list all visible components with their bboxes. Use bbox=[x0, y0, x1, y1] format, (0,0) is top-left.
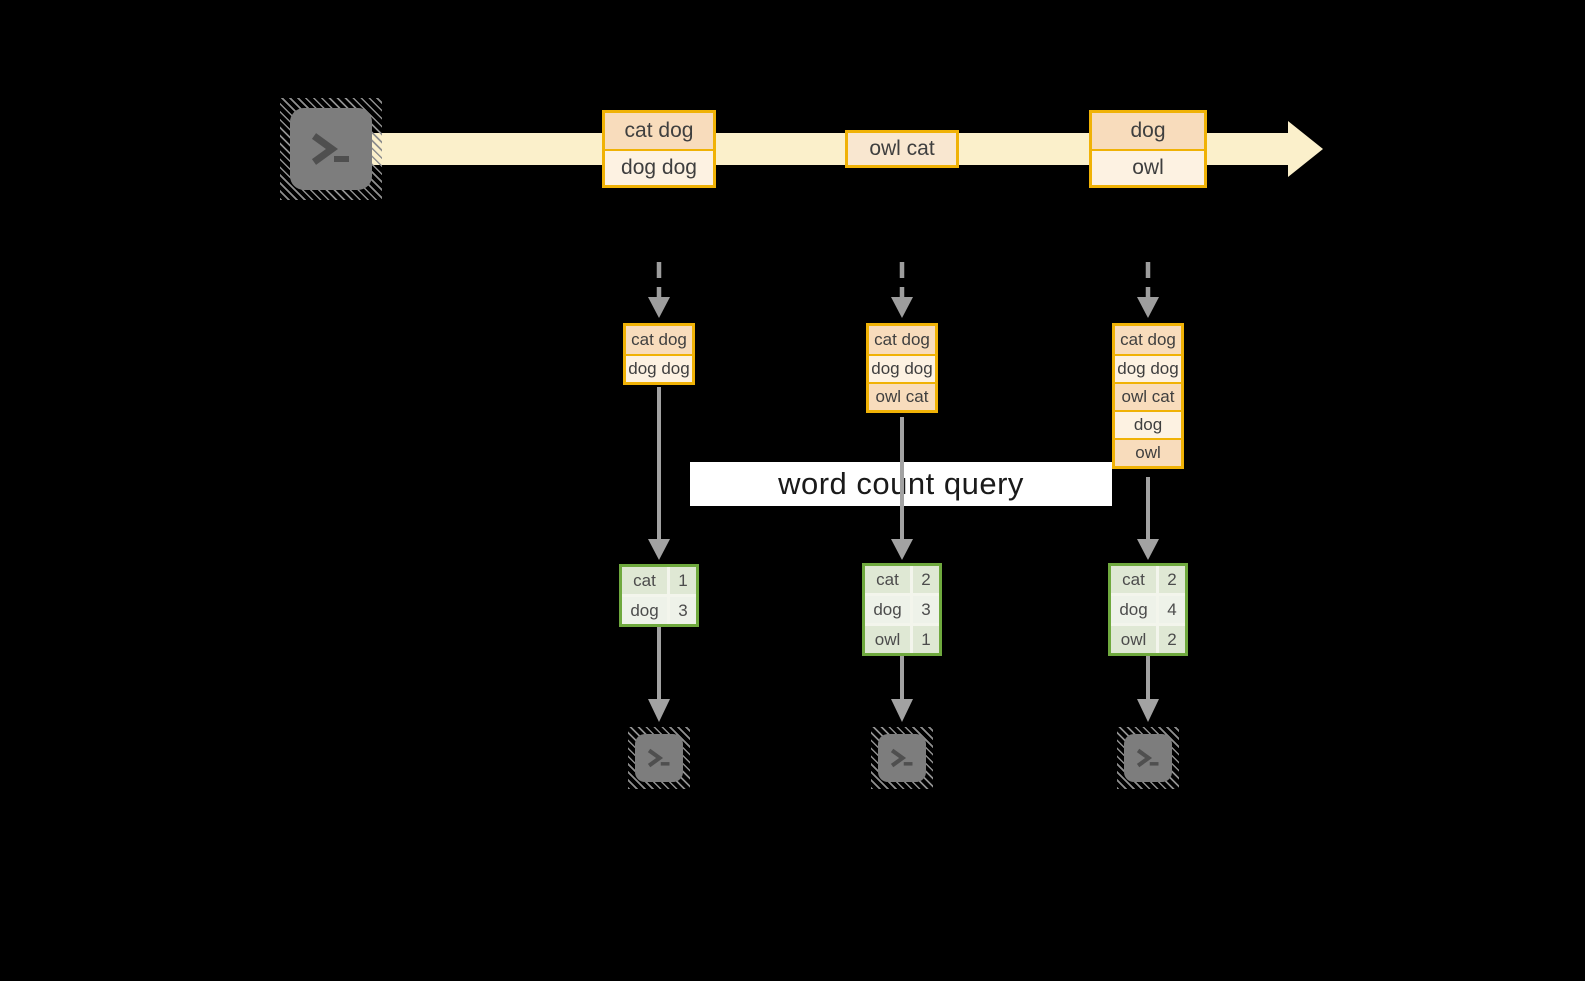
state-row: cat dog bbox=[869, 326, 935, 354]
state-row: dog dog bbox=[1115, 354, 1181, 382]
stream-batch-box-1: cat dog dog dog bbox=[602, 110, 716, 188]
terminal-screen bbox=[878, 734, 926, 782]
terminal-icon bbox=[871, 727, 933, 789]
stream-line: dog bbox=[1092, 113, 1204, 149]
count-word: cat bbox=[865, 566, 910, 593]
stream-line: dog dog bbox=[605, 149, 713, 185]
count-word: dog bbox=[622, 597, 667, 624]
stream-line: cat dog bbox=[605, 113, 713, 149]
count-value: 4 bbox=[1159, 596, 1185, 623]
state-row: dog dog bbox=[626, 354, 692, 382]
state-stack-1: cat dog dog dog bbox=[623, 323, 695, 385]
terminal-icon bbox=[628, 727, 690, 789]
terminal-prompt-icon bbox=[1136, 748, 1159, 768]
terminal-screen bbox=[635, 734, 683, 782]
terminal-icon bbox=[1117, 727, 1179, 789]
terminal-screen bbox=[1124, 734, 1172, 782]
batch-arrow-1 bbox=[648, 262, 670, 318]
state-row: cat dog bbox=[1115, 326, 1181, 354]
state-row: dog bbox=[1115, 410, 1181, 438]
output-arrow-2 bbox=[891, 656, 913, 722]
count-word: dog bbox=[1111, 596, 1156, 623]
batch-arrow-2 bbox=[891, 262, 913, 318]
state-row: owl bbox=[1115, 438, 1181, 466]
state-row: cat dog bbox=[626, 326, 692, 354]
count-value: 2 bbox=[1159, 626, 1185, 653]
count-value: 1 bbox=[670, 567, 696, 594]
count-value: 2 bbox=[913, 566, 939, 593]
terminal-prompt-icon bbox=[311, 133, 349, 165]
state-row: dog dog bbox=[869, 354, 935, 382]
query-arrow-3 bbox=[1137, 477, 1159, 560]
count-word: dog bbox=[865, 596, 910, 623]
count-value: 3 bbox=[670, 597, 696, 624]
count-value: 1 bbox=[913, 626, 939, 653]
query-arrow-1 bbox=[648, 387, 670, 560]
query-arrow-2 bbox=[891, 417, 913, 560]
terminal-prompt-icon bbox=[647, 748, 670, 768]
count-table-1: cat 1 dog 3 bbox=[619, 564, 699, 627]
stream-line: owl bbox=[1092, 149, 1204, 185]
state-row: owl cat bbox=[869, 382, 935, 410]
terminal-prompt-icon bbox=[890, 748, 913, 768]
count-table-2: cat 2 dog 3 owl 1 bbox=[862, 563, 942, 656]
output-arrow-1 bbox=[648, 627, 670, 722]
terminal-icon bbox=[280, 98, 382, 200]
count-word: cat bbox=[622, 567, 667, 594]
stream-batch-box-2: owl cat bbox=[845, 130, 959, 168]
count-table-3: cat 2 dog 4 owl 2 bbox=[1108, 563, 1188, 656]
batch-arrow-3 bbox=[1137, 262, 1159, 318]
count-value: 3 bbox=[913, 596, 939, 623]
stream-batch-box-3: dog owl bbox=[1089, 110, 1207, 188]
state-stack-3: cat dog dog dog owl cat dog owl bbox=[1112, 323, 1184, 469]
count-word: owl bbox=[1111, 626, 1156, 653]
terminal-screen bbox=[290, 108, 372, 190]
count-word: owl bbox=[865, 626, 910, 653]
output-arrow-3 bbox=[1137, 656, 1159, 722]
state-stack-2: cat dog dog dog owl cat bbox=[866, 323, 938, 413]
stream-line: owl cat bbox=[848, 133, 956, 165]
stream-arrowhead-icon bbox=[1288, 121, 1323, 177]
state-row: owl cat bbox=[1115, 382, 1181, 410]
count-value: 2 bbox=[1159, 566, 1185, 593]
count-word: cat bbox=[1111, 566, 1156, 593]
